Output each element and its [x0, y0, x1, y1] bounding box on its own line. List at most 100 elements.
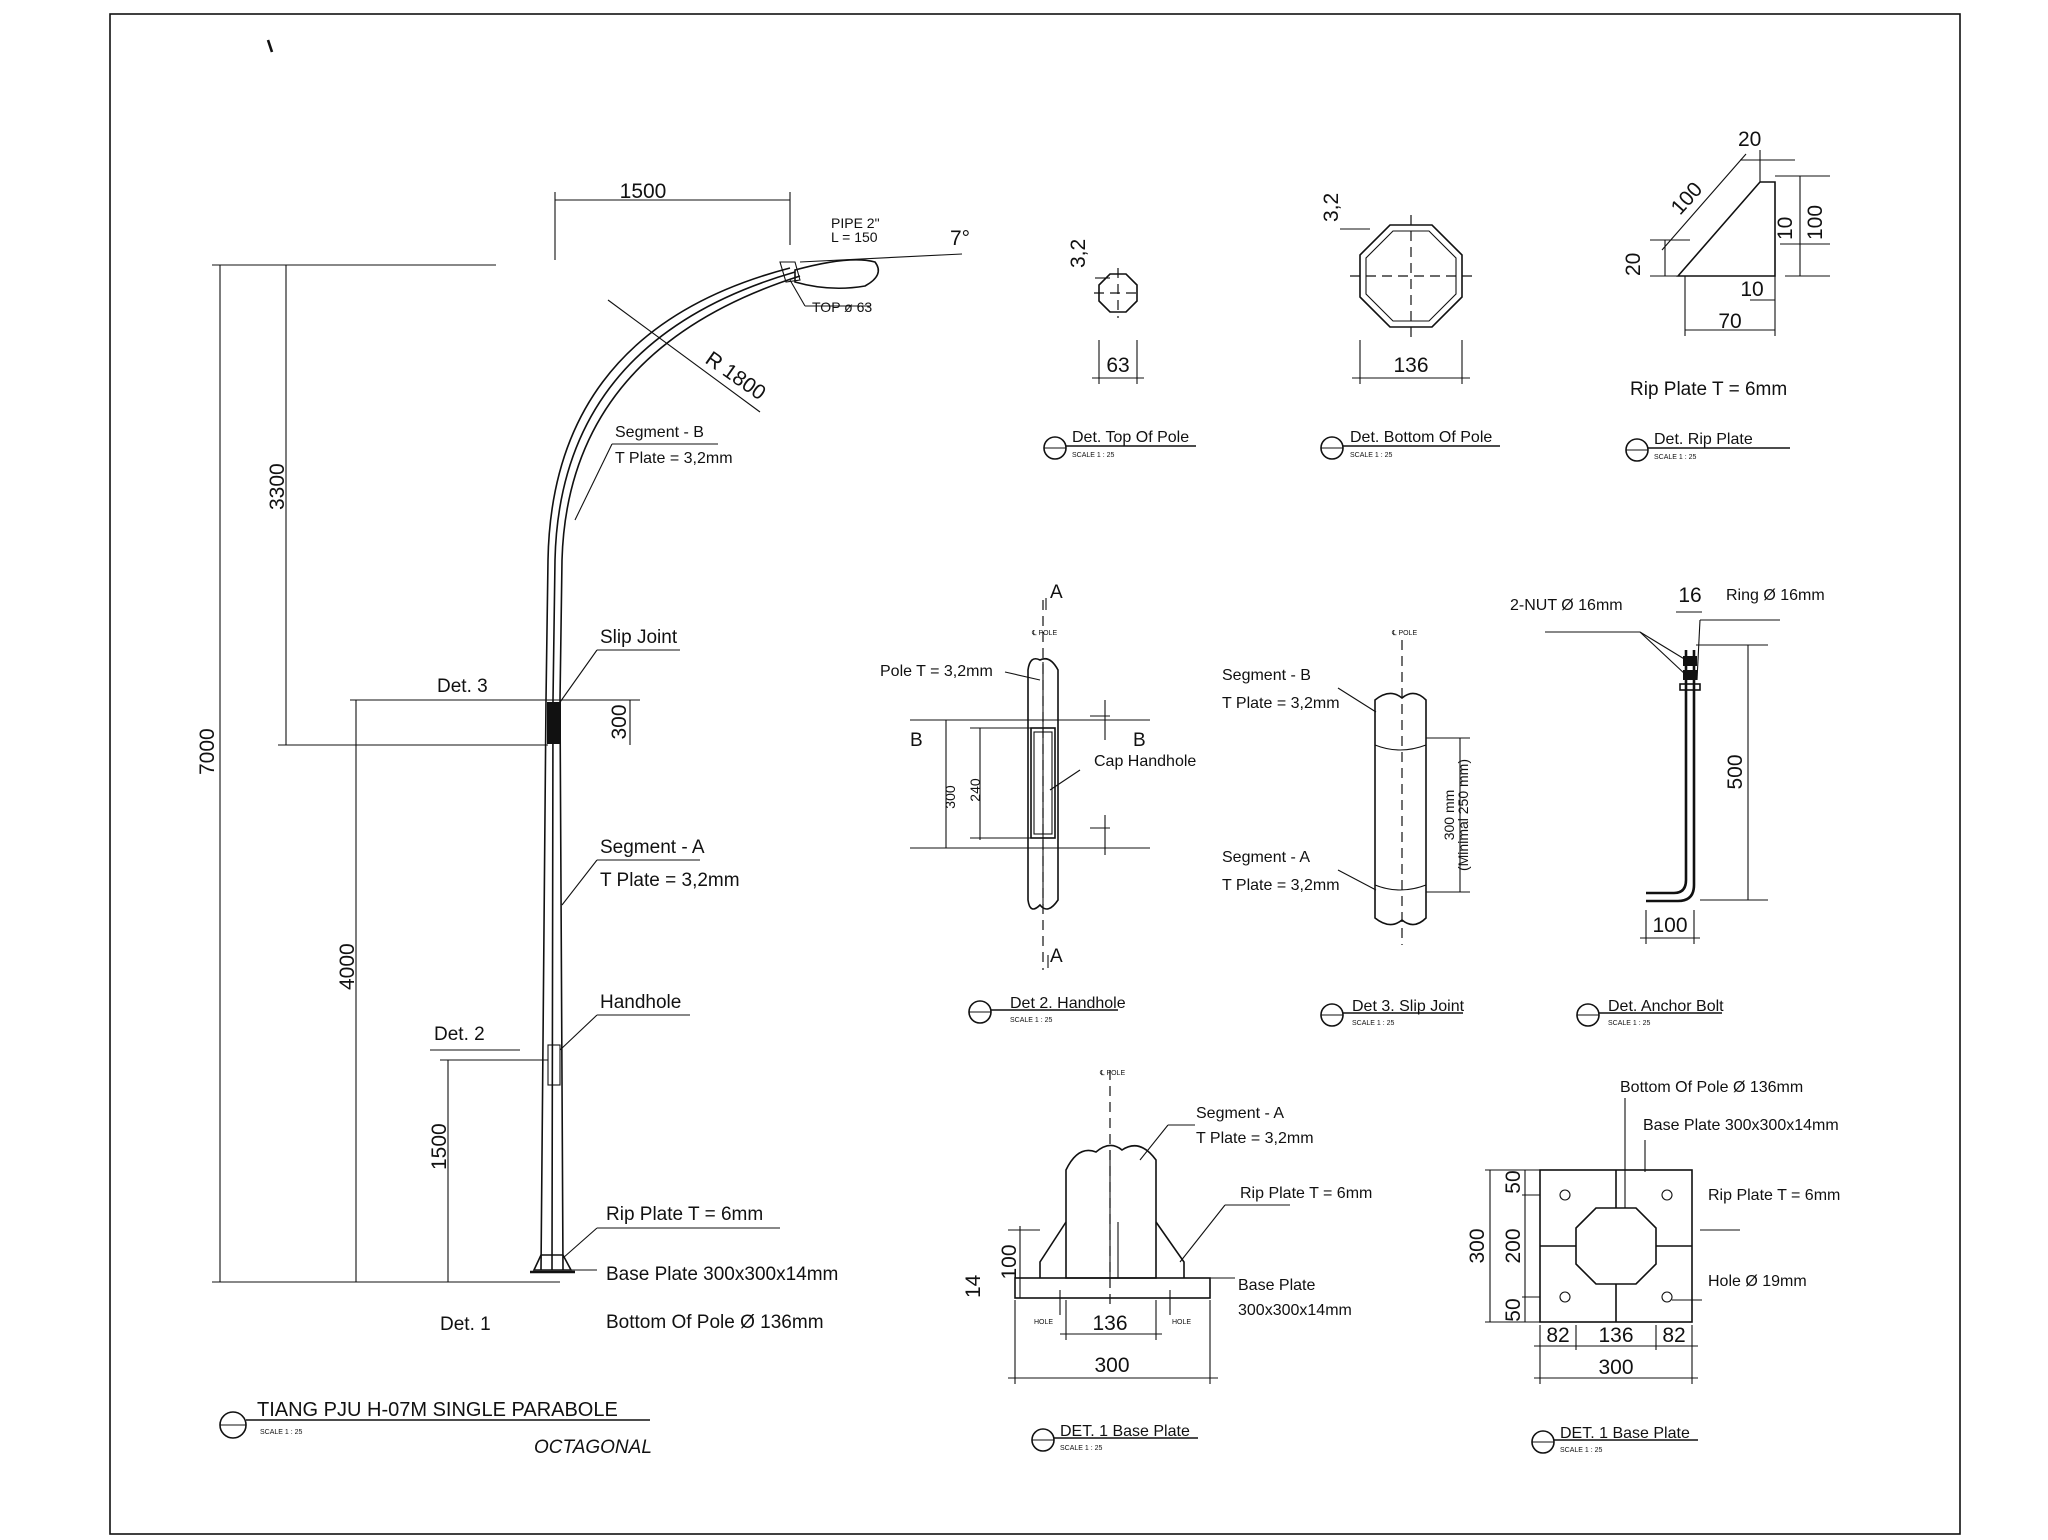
lamp-length-note: L = 150: [831, 229, 878, 245]
main-pole-elevation: [212, 192, 963, 1439]
dim-upper-height: 3300: [266, 463, 289, 510]
slip-length-min: (Minimal 250 mm): [1455, 759, 1471, 871]
det-base-plan-title: DET. 1 Base Plate: [1560, 1425, 1690, 1442]
pen-mark: [266, 39, 274, 53]
label-segment-a-thickness: T Plate = 3,2mm: [600, 870, 740, 891]
slip-length: 300 mm: [1441, 790, 1457, 841]
det-base-elev-scale: SCALE 1 : 25: [1060, 1445, 1103, 1452]
rip-dim-100-side: 100: [1804, 205, 1827, 240]
base-elev-rip-plate: Rip Plate T = 6mm: [1240, 1185, 1372, 1202]
handhole-section-b-right: B: [1133, 730, 1146, 751]
base-plan-base-label: Base Plate 300x300x14mm: [1643, 1117, 1839, 1134]
base-elev-segment-a: Segment - A: [1196, 1105, 1284, 1122]
label-handhole: Handhole: [600, 992, 681, 1013]
det-slip-title: Det 3. Slip Joint: [1352, 998, 1465, 1015]
det-handhole: [910, 598, 1150, 1024]
rip-dim-10-bottom: 10: [1740, 278, 1763, 301]
det-bottom-width: 136: [1393, 354, 1428, 377]
det-top-of-pole: [1043, 268, 1196, 460]
base-plan-bottom-label: Bottom Of Pole Ø 136mm: [1620, 1079, 1803, 1096]
anchor-nut-label: 2-NUT Ø 16mm: [1510, 597, 1623, 614]
det-rip-title: Det. Rip Plate: [1654, 431, 1753, 448]
label-base-plate: Base Plate 300x300x14mm: [606, 1264, 838, 1285]
slip-segment-a-thickness: T Plate = 3,2mm: [1222, 877, 1340, 894]
drawing-frame: [109, 13, 1961, 1535]
base-plan-hole-label: Hole Ø 19mm: [1708, 1273, 1807, 1290]
dim-lower-height: 4000: [336, 943, 359, 990]
handhole-mark: [547, 1044, 561, 1086]
base-plan-dim-136: 136: [1598, 1324, 1633, 1347]
base-plan-dim-300-horizontal: 300: [1598, 1356, 1633, 1379]
handhole-dim-240: 240: [967, 778, 983, 802]
det-slip-scale: SCALE 1 : 25: [1352, 1020, 1395, 1027]
slip-segment-b-thickness: T Plate = 3,2mm: [1222, 695, 1340, 712]
dim-joint-height: 300: [608, 704, 631, 739]
slip-centerline: ℄ POLE: [1391, 630, 1417, 637]
base-elev-segment-a-thickness: T Plate = 3,2mm: [1196, 1130, 1314, 1147]
base-elev-hole-left: HOLE: [1034, 1319, 1053, 1326]
det-bottom-scale: SCALE 1 : 25: [1350, 452, 1393, 459]
main-scale: SCALE 1 : 25: [260, 1429, 303, 1436]
base-plan-dim-82-right: 82: [1662, 1324, 1685, 1347]
rip-dim-100-diag: 100: [1667, 178, 1708, 219]
base-plan-dim-50-bottom: 50: [1502, 1298, 1525, 1321]
lamp-top-note: TOP ø 63: [812, 299, 872, 315]
base-plate-mark: [532, 1254, 573, 1271]
rip-dim-70: 70: [1718, 310, 1741, 333]
label-segment-a: Segment - A: [600, 837, 705, 858]
det-slip-joint: [1320, 640, 1470, 1027]
slip-segment-a: Segment - A: [1222, 849, 1310, 866]
handhole-section-b-left: B: [910, 730, 923, 751]
anchor-dim-500: 500: [1724, 754, 1747, 789]
label-det1: Det. 1: [440, 1314, 491, 1335]
rip-dim-10-side: 10: [1774, 217, 1797, 240]
det-base-plan-scale: SCALE 1 : 25: [1560, 1447, 1603, 1454]
det-rip-scale: SCALE 1 : 25: [1654, 454, 1697, 461]
det-top-thickness: 3,2: [1067, 239, 1090, 268]
label-segment-b: Segment - B: [615, 424, 704, 441]
rip-plate-note: Rip Plate T = 6mm: [1630, 379, 1787, 400]
det-base-plate-plan: [1485, 1098, 1740, 1454]
base-plan-rip-label: Rip Plate T = 6mm: [1708, 1187, 1840, 1204]
base-elev-dim-300: 300: [1094, 1354, 1129, 1377]
label-det2: Det. 2: [434, 1024, 485, 1045]
base-plan-dim-300-vertical: 300: [1466, 1228, 1489, 1263]
det-top-scale: SCALE 1 : 25: [1072, 452, 1115, 459]
anchor-dim-100: 100: [1652, 914, 1687, 937]
handhole-section-a-bottom: A: [1050, 946, 1063, 967]
handhole-centerline: ℄ POLE: [1031, 630, 1057, 637]
det-anchor-title: Det. Anchor Bolt: [1608, 998, 1724, 1015]
det-bottom-title: Det. Bottom Of Pole: [1350, 429, 1492, 446]
det-base-plate-elevation: [1008, 1070, 1290, 1452]
det-bottom-thickness: 3,2: [1320, 193, 1343, 222]
base-elev-base-plate: Base Plate: [1238, 1277, 1315, 1294]
lamp-pipe-note: PIPE 2": [831, 215, 880, 231]
det-anchor-scale: SCALE 1 : 25: [1608, 1020, 1651, 1027]
label-rip-plate: Rip Plate T = 6mm: [606, 1204, 763, 1225]
label-bottom-of-pole: Bottom Of Pole Ø 136mm: [606, 1312, 824, 1333]
dim-total-height: 7000: [196, 728, 219, 775]
dim-handhole-height: 1500: [428, 1123, 451, 1170]
rip-dim-20-left: 20: [1622, 253, 1645, 276]
anchor-ring-label: Ring Ø 16mm: [1726, 587, 1825, 604]
base-plan-dim-50-top: 50: [1502, 1170, 1525, 1193]
base-elev-centerline: ℄ POLE: [1099, 1070, 1125, 1077]
base-elev-base-dims: 300x300x14mm: [1238, 1302, 1352, 1319]
handhole-cap-label: Cap Handhole: [1094, 753, 1196, 770]
slip-segment-b: Segment - B: [1222, 667, 1311, 684]
det-anchor-bolt: [1545, 611, 1780, 1027]
base-elev-dim-100: 100: [998, 1244, 1021, 1279]
rip-dim-20-top: 20: [1738, 128, 1761, 151]
handhole-pole-thickness: Pole T = 3,2mm: [880, 663, 993, 680]
det-top-title: Det. Top Of Pole: [1072, 429, 1189, 446]
slip-joint-mark: [547, 702, 561, 744]
dim-arm-length: 1500: [620, 180, 667, 203]
label-det3: Det. 3: [437, 676, 488, 697]
handhole-section-a-top: A: [1050, 582, 1063, 603]
det-base-elev-title: DET. 1 Base Plate: [1060, 1423, 1190, 1440]
base-elev-dim-14: 14: [962, 1274, 985, 1298]
main-title: TIANG PJU H-07M SINGLE PARABOLE: [257, 1399, 618, 1421]
anchor-dim-16: 16: [1678, 584, 1701, 607]
